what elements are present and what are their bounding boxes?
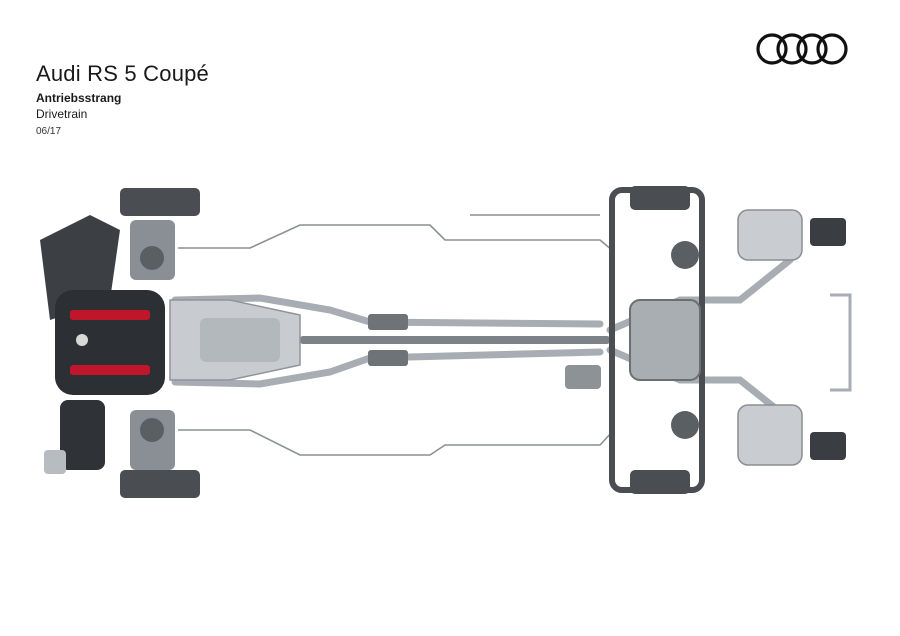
subtitle-german: Antriebsstrang: [36, 91, 122, 105]
subtitle-english: Drivetrain: [36, 107, 88, 121]
drivetrain-illustration: [40, 186, 852, 498]
header-block: Audi RS 5 Coupé Antriebsstrang Drivetrai…: [36, 60, 209, 139]
rear-mufflers: [737, 209, 852, 466]
catalytic-converters: [368, 314, 601, 389]
propeller-shaft: [300, 336, 610, 344]
rear-axle: [609, 186, 705, 494]
front-suspension: [120, 188, 200, 498]
page-title: Audi RS 5 Coupé: [36, 61, 209, 86]
brake-lines: [178, 214, 613, 456]
gearbox: [169, 299, 301, 381]
v6-engine: [40, 215, 165, 474]
date-label: 06/17: [36, 126, 62, 137]
audi-rings-logo-icon: [756, 33, 848, 65]
